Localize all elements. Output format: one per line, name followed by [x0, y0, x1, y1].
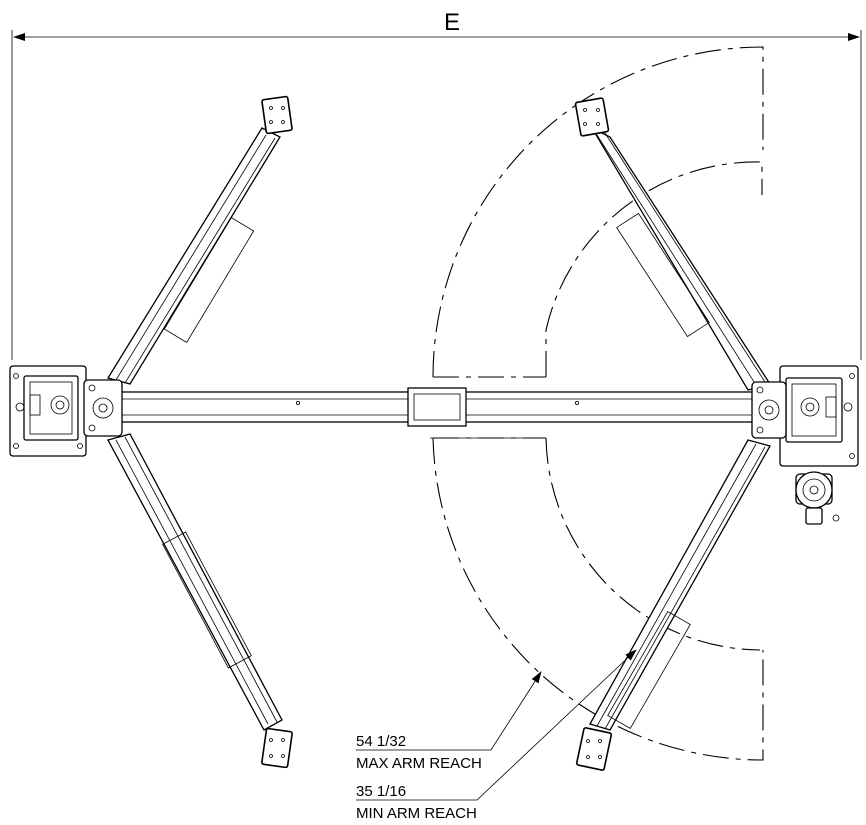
lift-pad-lower-left — [261, 727, 293, 769]
arm-lower-right — [575, 439, 771, 771]
min-reach-arc-upper — [545, 161, 763, 377]
dimension-e: E — [11, 9, 862, 360]
arm-lower-left — [107, 433, 293, 769]
min-reach-leader — [356, 649, 637, 801]
lift-pad-upper-left — [261, 95, 293, 135]
column-left — [9, 365, 123, 457]
cross-beam — [117, 387, 757, 439]
max-reach-label: MAX ARM REACH — [356, 755, 482, 772]
power-unit — [795, 471, 840, 525]
leader-lines — [356, 649, 637, 801]
arm-upper-left — [106, 95, 293, 385]
arm-pivot-right — [751, 381, 787, 439]
lift-pad-lower-right — [575, 727, 613, 771]
arm-upper-right — [574, 97, 772, 391]
column-right — [751, 365, 859, 525]
min-reach-value: 35 1/16 — [356, 783, 406, 800]
lift-pad-upper-right — [574, 97, 610, 137]
lift-arms — [106, 95, 772, 771]
min-reach-label: MIN ARM REACH — [356, 805, 477, 822]
dimension-label-e: E — [444, 9, 460, 36]
arm-pivot-left — [83, 379, 123, 437]
max-reach-leader — [356, 671, 542, 751]
min-reach-arc-lower — [545, 437, 761, 651]
max-reach-arc-upper — [432, 46, 764, 378]
max-reach-value: 54 1/32 — [356, 733, 406, 750]
annotations: 54 1/32 MAX ARM REACH 35 1/16 MIN ARM RE… — [356, 733, 482, 822]
